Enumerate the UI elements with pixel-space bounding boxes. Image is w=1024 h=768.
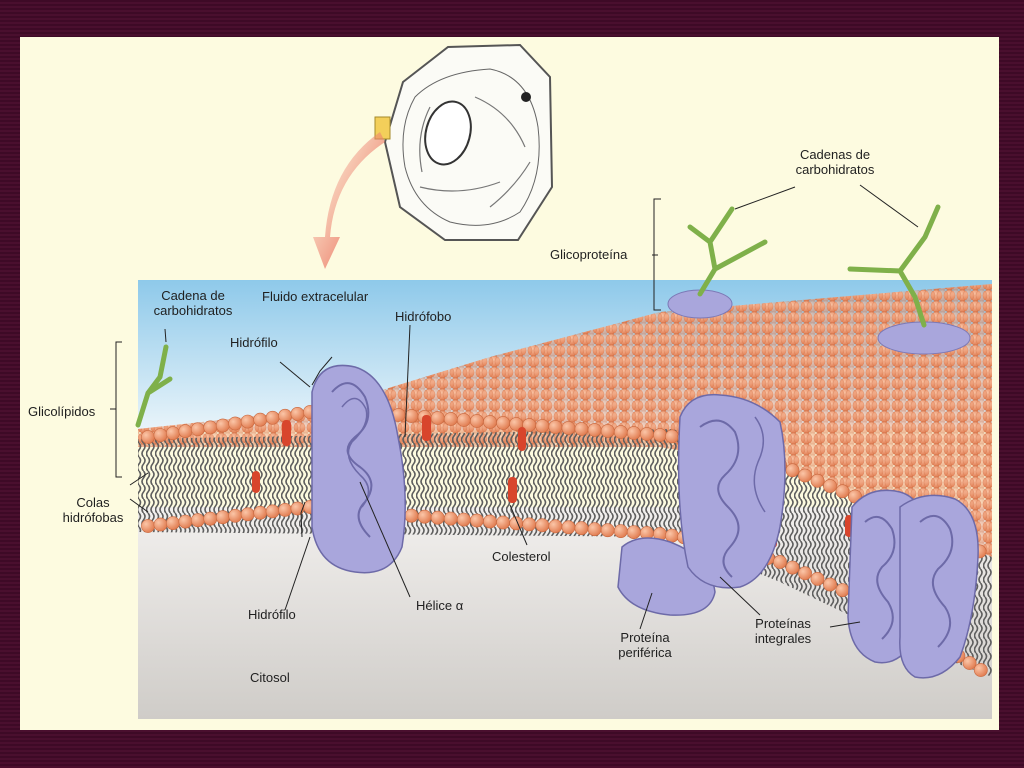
phospholipid-head <box>600 424 615 438</box>
phospholipid-head <box>240 507 255 522</box>
phospholipid-head <box>228 508 243 523</box>
slide-panel: Cadenas de carbohidratos Glicoproteína C… <box>20 37 999 730</box>
phospholipid-head <box>973 663 988 677</box>
label-proteina-periferica: Proteína periférica <box>618 630 672 660</box>
zoom-arrow <box>313 132 385 269</box>
label-proteinas-integrales: Proteínas integrales <box>754 616 812 646</box>
label-helice: Hélice α <box>416 598 464 613</box>
phospholipid-head <box>587 522 602 537</box>
glycoprotein-chain-2 <box>847 204 941 328</box>
phospholipid-head <box>561 421 576 435</box>
phospholipid-head <box>810 473 825 488</box>
integral-proteins-right <box>847 489 979 679</box>
integral-protein-middle <box>677 393 786 589</box>
label-cadenas-carbohidratos: Cadenas de carbohidratos <box>795 147 875 177</box>
phospholipid-head <box>430 510 445 525</box>
phospholipid-head <box>835 583 850 597</box>
integral-protein-left <box>311 364 406 574</box>
phospholipid-head <box>483 514 497 529</box>
glycolipid-carbohydrate-chain <box>135 344 173 428</box>
label-fluido-extracelular: Fluido extracelular <box>262 289 369 304</box>
phospholipid-head <box>561 520 576 535</box>
phospholipid-head <box>153 517 168 532</box>
phospholipid-head <box>626 426 641 440</box>
phospholipid-head <box>278 502 292 517</box>
phospholipid-head <box>404 409 419 423</box>
phospholipid-head <box>962 656 977 670</box>
phospholipid-head <box>265 410 280 425</box>
phospholipid-head <box>574 422 589 436</box>
phospholipid-head <box>548 420 563 434</box>
label-citosol: Citosol <box>250 670 290 685</box>
phospholipid-head <box>469 414 484 428</box>
phospholipid-head <box>165 426 180 441</box>
label-hidrofobo: Hidrófobo <box>395 309 452 324</box>
phospholipid-head <box>835 484 850 499</box>
phospholipid-head <box>141 519 155 533</box>
label-hidrofilo-bottom: Hidrófilo <box>248 607 296 622</box>
phospholipid-head <box>215 510 230 525</box>
label-colas-hidrofobas: Colas hidrófobas <box>62 495 124 525</box>
phospholipid-head <box>165 516 180 530</box>
phospholipid-head <box>653 428 667 442</box>
label-hidrofilo-top: Hidrófilo <box>230 335 278 350</box>
phospholipid-head <box>810 572 825 586</box>
phospholipid-head <box>469 513 484 528</box>
phospholipid-head <box>430 411 445 425</box>
phospholipid-head <box>203 511 218 526</box>
phospholipid-head <box>535 419 550 433</box>
phospholipid-head <box>228 416 243 431</box>
phospholipid-head <box>443 412 458 426</box>
phospholipid-head <box>785 560 800 575</box>
glycoprotein-chain-1 <box>687 206 768 297</box>
phospholipid-head <box>522 517 537 532</box>
phospholipid-head <box>203 420 218 435</box>
label-colesterol: Colesterol <box>492 549 551 564</box>
phospholipid-head <box>665 429 679 444</box>
phospholipid-head <box>665 528 679 543</box>
phospholipid-head <box>574 521 589 536</box>
phospholipid-head <box>178 424 193 439</box>
phospholipid-head <box>443 511 458 526</box>
phospholipid-head <box>626 525 641 539</box>
phospholipid-head <box>265 504 280 519</box>
label-glicolipidos: Glicolípidos <box>28 404 96 419</box>
phospholipid-head <box>798 566 812 581</box>
phospholipid-head <box>773 555 787 569</box>
phospholipid-head <box>483 415 497 429</box>
phospholipid-head <box>548 519 563 534</box>
phospholipid-head <box>253 505 268 520</box>
phospholipid-head <box>798 468 812 483</box>
phospholipid-head <box>141 430 155 444</box>
phospholipid-head <box>240 414 255 429</box>
phospholipid-head <box>178 514 193 529</box>
phospholipid-head <box>823 577 837 592</box>
phospholipid-head <box>496 416 510 430</box>
phospholipid-head <box>153 428 168 442</box>
cell-illustration <box>374 43 554 241</box>
phospholipid-head <box>823 479 837 493</box>
phospholipid-head <box>253 412 268 427</box>
phospholipid-head <box>613 425 628 439</box>
cell-membrane-diagram <box>110 43 992 719</box>
phospholipid-head <box>215 418 230 433</box>
phospholipid-head <box>613 524 628 538</box>
phospholipid-head <box>640 427 654 441</box>
phospholipid-head <box>496 515 510 530</box>
phospholipid-head <box>785 463 800 478</box>
phospholipid-head <box>190 422 205 437</box>
label-cadena-carbohidratos: Cadena de carbohidratos <box>153 288 233 318</box>
leader-lines <box>110 184 919 630</box>
phospholipid-head <box>535 518 550 533</box>
phospholipid-head <box>456 512 471 527</box>
label-glicoproteina: Glicoproteína <box>550 247 628 262</box>
phospholipid-head <box>404 508 419 523</box>
phospholipid-head <box>456 413 471 427</box>
phospholipid-head <box>600 523 615 538</box>
phospholipid-head <box>587 423 602 437</box>
phospholipid-head <box>417 509 432 524</box>
phospholipid-head <box>290 406 305 421</box>
phospholipid-head <box>190 513 205 528</box>
